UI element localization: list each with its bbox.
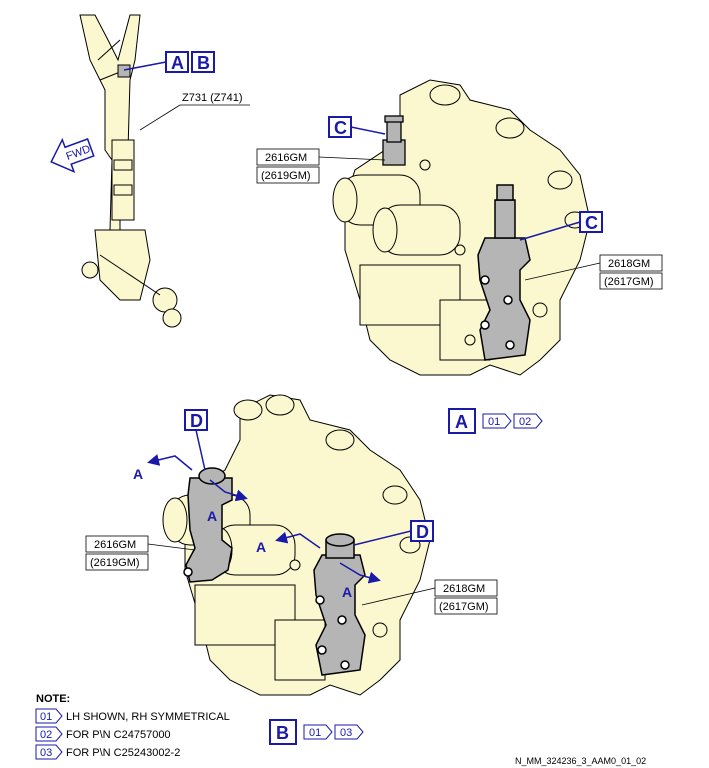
view-b-tag1 [303,724,333,740]
view-a-part1-alt-box [256,166,320,184]
callout-c-leader-2 [519,221,581,241]
notes-heading: NOTE: [36,693,70,705]
view-a-valve-2618[interactable] [477,184,531,361]
view-b-part2-leader [361,587,436,606]
view-b-title: B [276,723,289,743]
callout-a-label: A [171,53,184,73]
view-b-part1-alt: (2619GM) [90,557,140,569]
callout-d-leader-2 [353,530,412,546]
section-arrow-4 [339,562,381,584]
view-a-title: A [455,412,468,432]
view-a-part2-alt-box [599,272,663,290]
view-b-part2-alt-box [434,597,498,615]
note-3-text: FOR P\N C25243002-2 [66,747,180,759]
note-1-text: LH SHOWN, RH SYMMETRICAL [66,711,230,723]
section-arrow-label-3: A [256,539,266,555]
landing-gear-overview [79,14,182,328]
gear-label: Z731 (Z741) [182,92,243,104]
view-a-part2-alt: (2617GM) [604,276,654,288]
gear-leader [139,104,181,131]
callout-d-label-1: D [190,411,203,431]
view-a-tag2 [513,413,543,429]
callout-ab-leader [123,61,167,71]
view-b-tag2 [334,724,364,740]
view-b-tag2-label: 03 [340,727,352,739]
view-b-part2: 2618GM [443,583,485,595]
callout-c-label-1: C [334,118,347,138]
view-a-tag1 [482,413,512,429]
callout-c-label-2: C [585,213,598,233]
view-a-part2-leader [524,262,601,281]
callout-c-leader-1 [350,126,386,135]
view-a-tag2-label: 02 [519,416,531,428]
view-a-part2: 2618GM [608,258,650,270]
note-2-num: 02 [40,729,52,741]
note-2-text: FOR P\N C24757000 [66,729,171,741]
view-a-part1-alt: (2619GM) [261,170,311,182]
callout-b-box[interactable] [191,51,215,73]
view-b-valve-2618[interactable] [313,533,366,676]
callout-d-label-2: D [416,522,429,542]
fwd-arrow-icon: FWD [50,137,95,174]
section-arrow-1 [147,454,193,471]
note-3-tag [35,744,63,760]
view-b-title-box [269,719,297,745]
view-b-part1-leader [147,543,196,551]
note-2-tag [35,726,63,742]
view-b-valve-2616[interactable] [183,467,233,583]
view-a-valve-body [332,79,591,376]
note-3-num: 03 [40,747,52,759]
view-b-part1: 2616GM [94,539,136,551]
section-arrow-3 [275,531,321,549]
section-arrow-2 [209,479,248,502]
section-arrow-label-1: A [133,466,143,482]
view-a-valve-2616[interactable] [382,115,406,166]
view-b-part2-alt: (2617GM) [439,601,489,613]
section-arrow-label-4: A [342,584,352,600]
note-1-num: 01 [40,711,52,723]
view-a-part1: 2616GM [265,152,307,164]
view-a-tag1-label: 01 [488,416,500,428]
view-b-part1-alt-box [85,553,149,571]
view-b-tag1-label: 01 [309,727,321,739]
view-a-part1-leader [318,156,386,161]
note-1-tag [35,708,63,724]
callout-d-leader-1 [195,429,206,471]
section-arrow-label-2: A [207,508,217,524]
view-a-title-box [448,408,476,434]
doc-reference: N_MM_324236_3_AAM0_01_02 [515,756,646,766]
callout-b-label: B [197,53,210,73]
